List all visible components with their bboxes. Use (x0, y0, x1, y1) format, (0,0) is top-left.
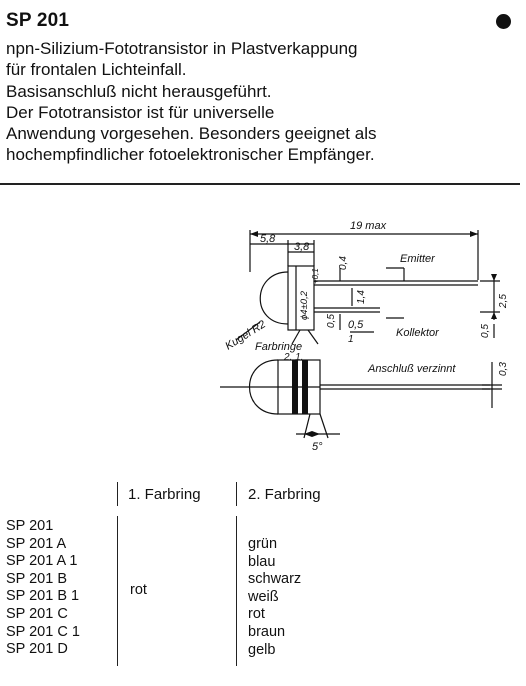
dim-right-small: 0,3 (498, 362, 509, 376)
dim-diameter: ϕ4±0,2 (299, 290, 310, 320)
section-divider (0, 183, 520, 185)
second-ring-value: gelb (248, 641, 276, 658)
dimension-drawing: 19 max 5,8 3,8 Emitter Kollektor Farbrin… (200, 212, 520, 462)
model-row: SP 201 A 1 (6, 553, 78, 570)
label-emitter: Emitter (400, 253, 436, 265)
description: npn-Silizium-Fototransistor in Plastverk… (6, 38, 521, 166)
description-line: Anwendung vorgesehen. Besonders geeignet… (6, 124, 377, 144)
label-rings: Farbringe (255, 341, 302, 353)
second-ring-value: schwarz (248, 571, 302, 588)
dim-lead-thickness: 0,4 (338, 256, 349, 270)
dome-outline (259, 271, 289, 325)
second-ring-value: weiß (248, 588, 279, 605)
header-first-ring: 1. Farbring (128, 486, 201, 503)
bullet-dot-icon (496, 14, 511, 29)
dim-front: 3,8 (294, 241, 310, 253)
second-ring-list: grün blau schwarz weiß rot braun gelb (248, 536, 301, 659)
dim-body: 5,8 (260, 233, 276, 245)
header-second-ring: 2. Farbring (248, 486, 321, 503)
table-divider (236, 516, 237, 666)
label-angle: 5° (312, 441, 323, 453)
dim-overall: 19 max (350, 220, 387, 232)
description-line: Der Fototransistor ist für universelle (6, 102, 275, 122)
dim-lead-gap: 1,4 (356, 290, 367, 304)
table-divider (117, 482, 118, 506)
model-row: SP 201 A (6, 535, 67, 552)
second-ring-value: rot (248, 606, 265, 623)
dim-one: 1 (348, 334, 354, 345)
table-divider (117, 516, 118, 666)
model-row: SP 201 C (6, 605, 68, 622)
dim-lower: 0,5 (326, 314, 337, 328)
first-ring-value: rot (130, 582, 147, 598)
color-ring-2 (292, 360, 298, 414)
model-list: SP 201 SP 201 A SP 201 A 1 SP 201 B SP 2… (6, 518, 80, 659)
dim-ring-gap: 0,5 (348, 319, 364, 331)
drawing-svg: 19 max 5,8 3,8 Emitter Kollektor Farbrin… (220, 220, 509, 453)
dim-lead-pitch: 2,5 (498, 294, 509, 309)
second-ring-value: blau (248, 553, 276, 570)
model-row: SP 201 B (6, 570, 68, 587)
page-title: SP 201 (6, 10, 70, 31)
dim-right-low: 0,5 (480, 324, 491, 338)
body-outline (287, 265, 315, 331)
description-line: hochempfindlicher fotoelektronischer Emp… (6, 145, 375, 165)
description-line: npn-Silizium-Fototransistor in Plastverk… (6, 39, 358, 58)
model-row: SP 201 C 1 (6, 623, 80, 640)
model-row: SP 201 B 1 (6, 588, 80, 605)
dim-diameter-tol: +0,1 (311, 268, 320, 284)
table-divider (236, 482, 237, 506)
second-ring-value: braun (248, 623, 286, 640)
label-tinned: Anschluß verzinnt (367, 363, 456, 375)
label-ring-numbers: 2. 1. (283, 352, 303, 363)
model-row: SP 201 D (6, 641, 68, 658)
description-line: Basisanschluß nicht herausgeführt. (6, 81, 272, 101)
color-ring-1 (302, 360, 308, 414)
label-collector: Kollektor (396, 327, 440, 339)
second-ring-value: grün (248, 536, 278, 552)
model-row: SP 201 (6, 518, 54, 534)
description-line: für frontalen Lichteinfall. (6, 60, 187, 80)
color-code-table: 1. Farbring 2. Farbring SP 201 SP 201 A … (0, 480, 526, 680)
